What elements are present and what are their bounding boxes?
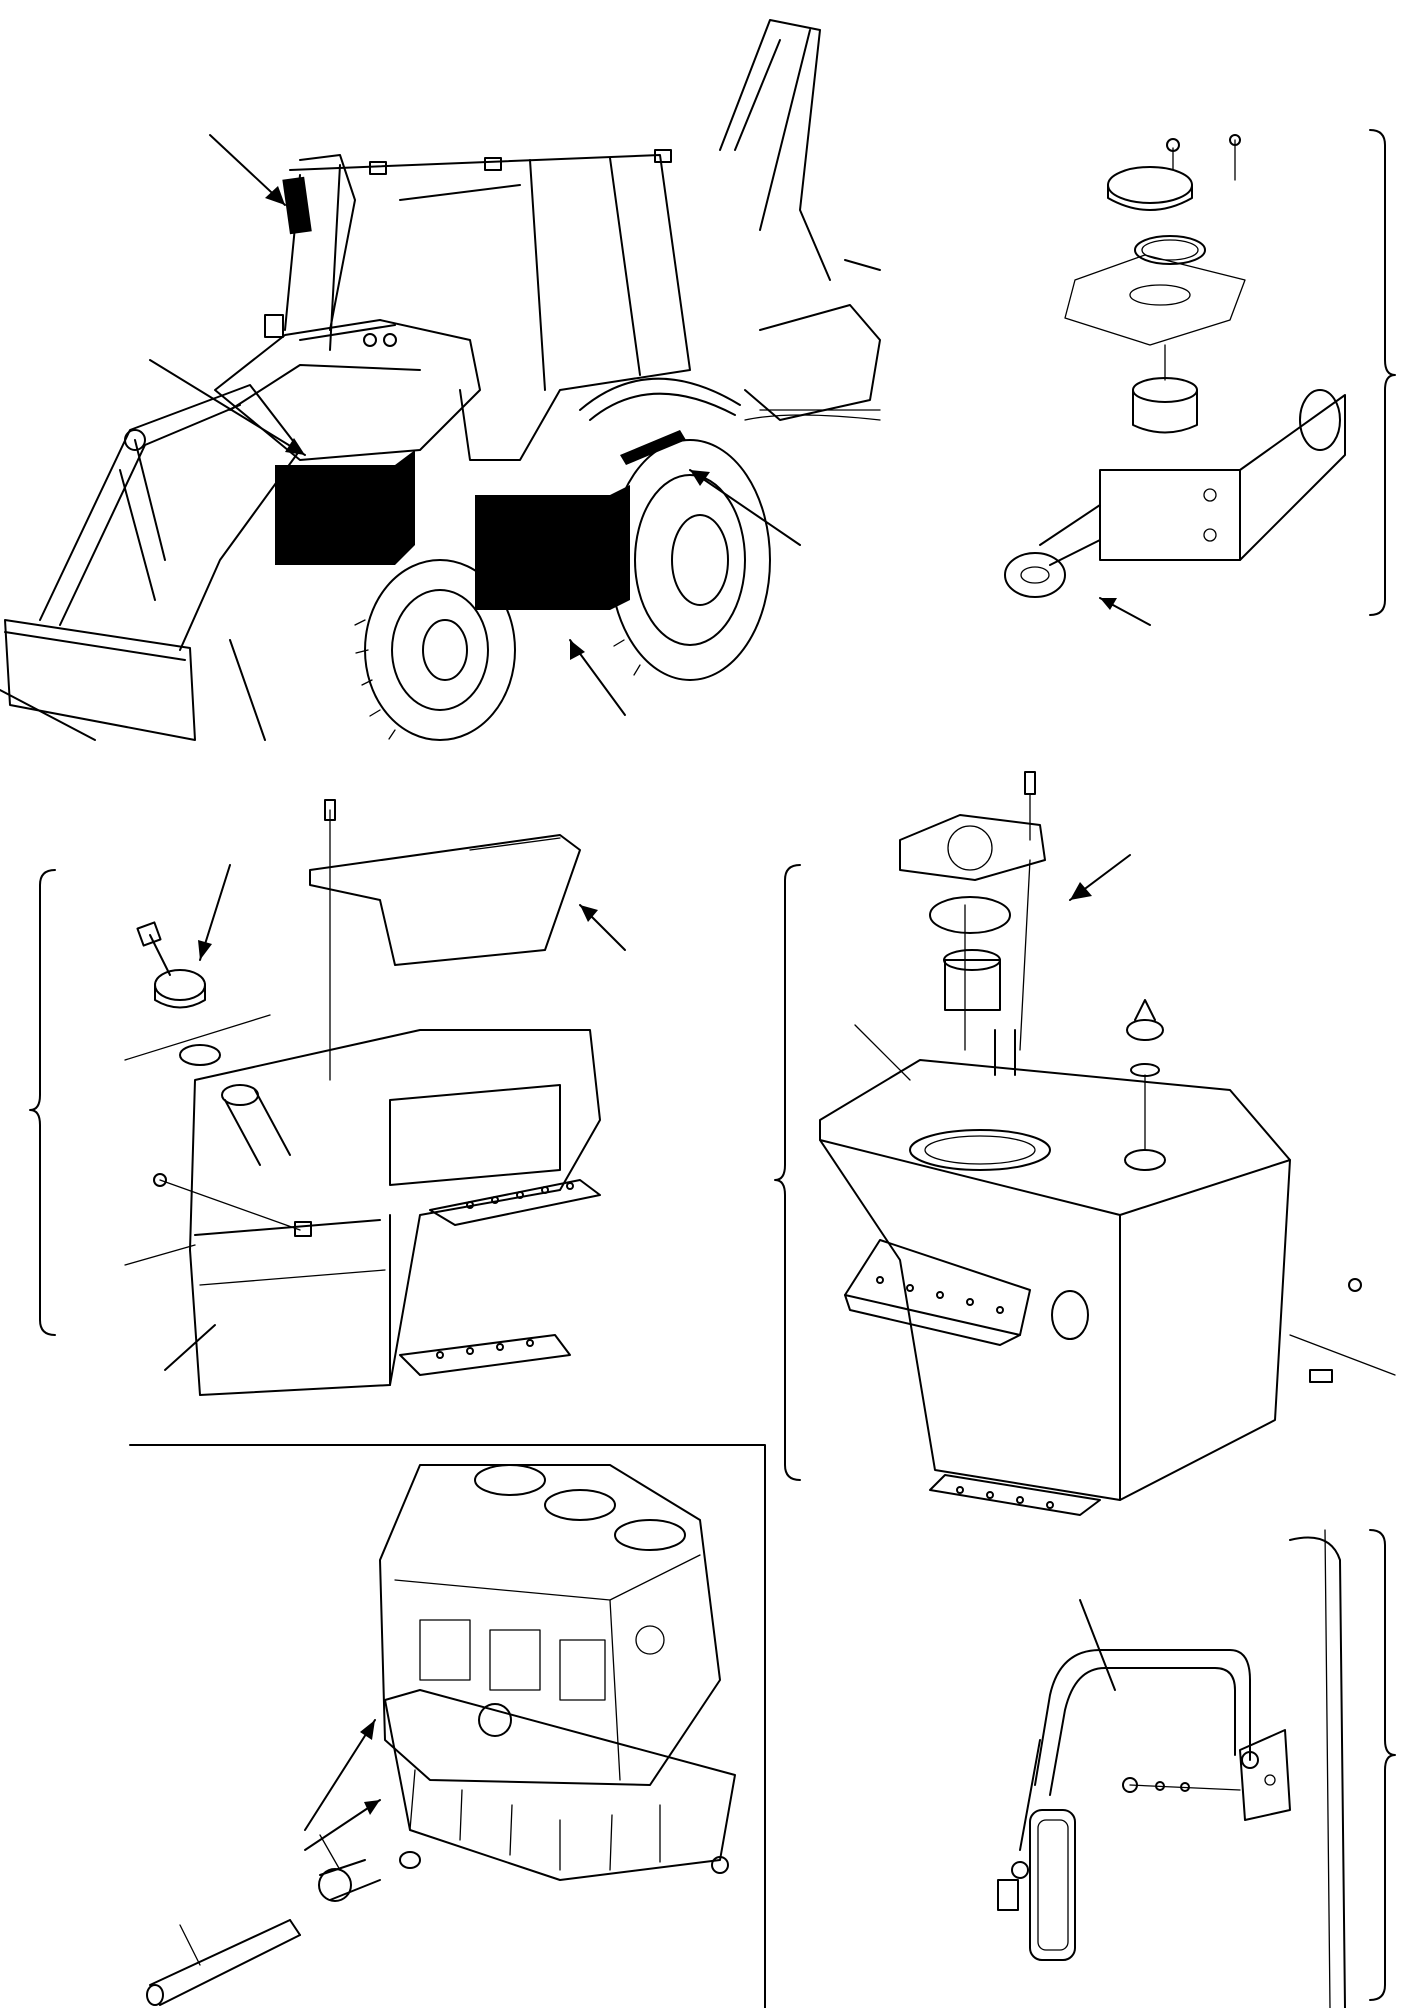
front-bucket xyxy=(4,619,196,741)
rear-fender xyxy=(579,377,741,411)
tank-cover xyxy=(309,834,581,966)
exhaust-stack xyxy=(299,154,356,331)
left-brace xyxy=(29,869,56,1336)
mirror-bracket xyxy=(1239,1729,1291,1821)
mirror-arm xyxy=(1034,1649,1251,1786)
engine-hood xyxy=(214,319,481,461)
masked-callout-left xyxy=(275,465,395,565)
leader-arrows xyxy=(149,134,801,741)
fuel-tank xyxy=(189,1029,601,1396)
right-brace-lower xyxy=(1369,1529,1396,2001)
front-wheel xyxy=(364,559,516,741)
engine-frame xyxy=(129,1444,766,2008)
rear-bucket xyxy=(744,304,881,421)
gasket xyxy=(1064,254,1246,346)
rear-boom xyxy=(719,19,831,281)
cylinder-block xyxy=(379,1464,721,1786)
hydraulic-tank xyxy=(819,1059,1291,1501)
strainer xyxy=(944,959,1001,1011)
middle-brace xyxy=(774,864,801,1481)
loader-arm xyxy=(39,384,301,651)
bottom-step xyxy=(929,1474,1101,1516)
side-step xyxy=(844,1294,1021,1346)
seal-ring xyxy=(929,896,1011,934)
lower-step xyxy=(399,1334,571,1376)
upper-step xyxy=(429,1179,601,1226)
mirror-glass xyxy=(1029,1809,1076,1961)
masked-callout-right xyxy=(475,495,610,610)
cab-door-edge xyxy=(1289,1536,1346,2008)
cover-plate xyxy=(899,814,1046,881)
right-brace xyxy=(1369,129,1396,616)
cab xyxy=(289,154,691,461)
backhoe-loader-illustration xyxy=(0,19,881,741)
o-ring xyxy=(1134,235,1206,265)
drain-hose xyxy=(149,1919,301,2006)
rod-eye xyxy=(1004,552,1066,598)
